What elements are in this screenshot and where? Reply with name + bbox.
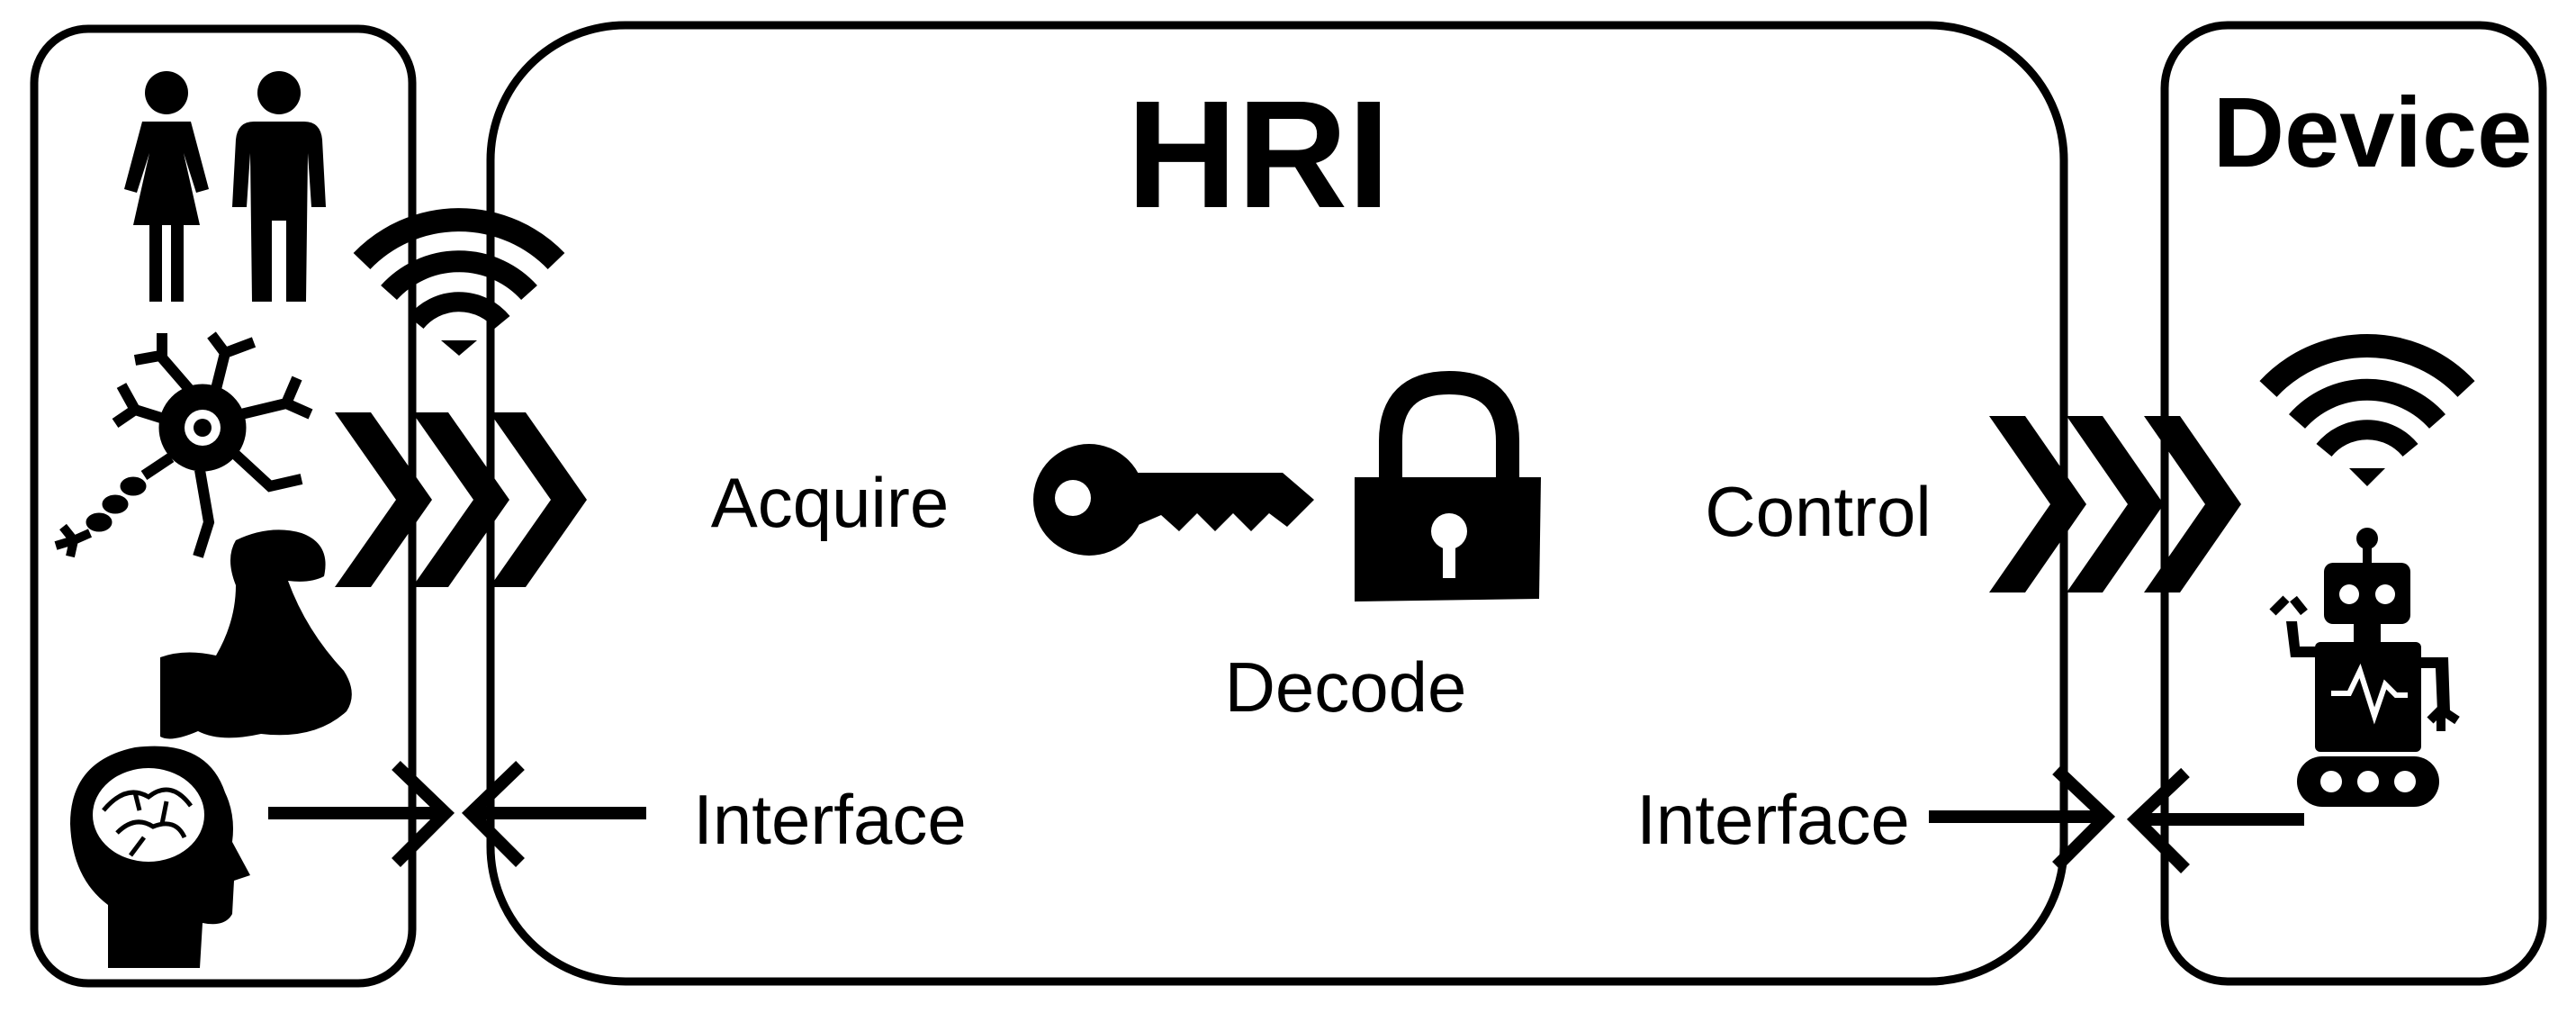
interface-left-label: Interface bbox=[693, 780, 967, 859]
interface-arrows-right bbox=[1929, 764, 2304, 873]
chevron-arrows-icon bbox=[1989, 416, 2241, 592]
interface-right-label: Interface bbox=[1636, 780, 1910, 859]
brain-head-icon bbox=[70, 746, 250, 968]
decode-label: Decode bbox=[1225, 647, 1467, 727]
wireless-signal-icon bbox=[2259, 334, 2475, 486]
device-panel bbox=[2160, 21, 2547, 986]
muscle-icon bbox=[160, 529, 352, 739]
control-label: Control bbox=[1705, 472, 1931, 551]
hri-title: HRI bbox=[1127, 69, 1391, 240]
chevron-arrows-icon bbox=[335, 412, 587, 587]
padlock-icon bbox=[1355, 370, 1541, 601]
wireless-signal-icon bbox=[353, 208, 565, 356]
acquire-label: Acquire bbox=[711, 463, 949, 542]
key-icon bbox=[1033, 444, 1314, 556]
device-title: Device bbox=[2213, 77, 2533, 188]
interface-arrows-left bbox=[268, 760, 646, 867]
people-icon bbox=[124, 71, 326, 302]
robot-icon bbox=[2269, 528, 2460, 807]
neuron-icon bbox=[54, 331, 313, 558]
